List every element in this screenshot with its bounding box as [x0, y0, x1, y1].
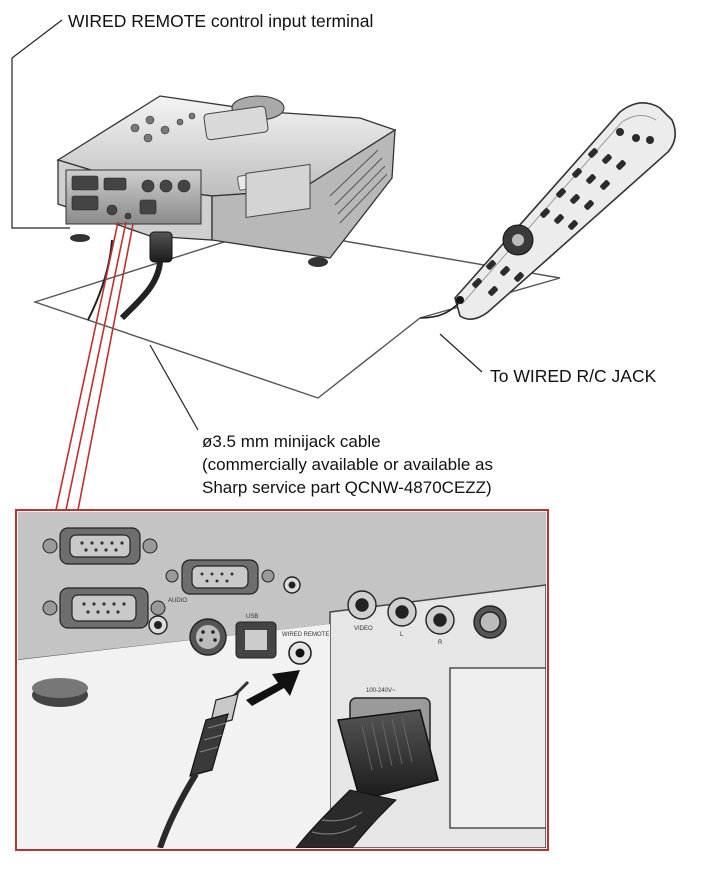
detail-callout: AUDIO VIDEO L R USB WIRED REMOTE 100-240…	[15, 509, 549, 851]
panel-label-usb: USB	[246, 614, 258, 620]
panel-label-l: L	[400, 632, 404, 638]
remote-control	[454, 102, 676, 320]
remote-cable	[419, 301, 461, 319]
panel-label-video: VIDEO	[354, 626, 373, 632]
callout-lines	[55, 221, 134, 511]
panel-label-wired-remote: WIRED REMOTE	[282, 632, 329, 638]
minijack-plug	[157, 680, 250, 848]
panel-label-r: R	[438, 640, 443, 646]
jack-leader-line	[439, 333, 483, 373]
panel-label-voltage: 100-240V~	[366, 688, 396, 694]
label-wired-remote-terminal: WIRED REMOTE control input terminal	[68, 11, 374, 31]
power-cord-plug	[295, 709, 439, 848]
projector	[56, 95, 397, 321]
insert-arrow	[246, 670, 300, 706]
terminal-leader-line	[11, 19, 70, 229]
label-to-wired-rc-jack: To WIRED R/C JACK	[490, 366, 657, 386]
cable-label-line-2: (commercially available or available as	[202, 455, 494, 474]
cable-label-line-3: Sharp service part QCNW-4870CEZZ)	[202, 478, 492, 497]
panel-label-audio: AUDIO	[168, 598, 187, 604]
cable-label-line-1: ø3.5 mm minijack cable	[202, 432, 381, 451]
cable-leader-line	[149, 344, 199, 431]
label-minijack-cable: ø3.5 mm minijack cable (commercially ava…	[202, 430, 493, 499]
